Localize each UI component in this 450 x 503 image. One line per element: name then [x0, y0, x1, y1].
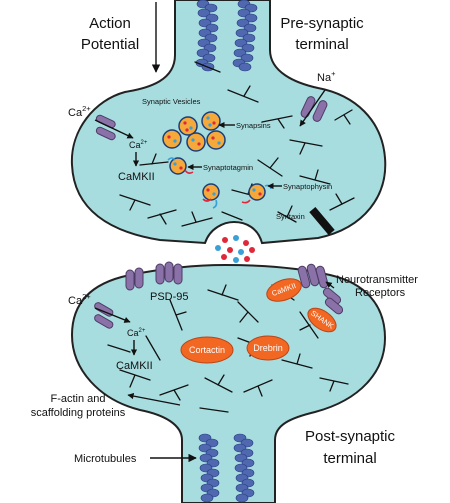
factin-label-1: F-actin and	[50, 393, 105, 405]
camkii-pre-label: CaMKII	[118, 171, 155, 183]
ca-post-arrow	[94, 307, 131, 323]
drebrin-blob	[246, 335, 290, 361]
ca-pre-arrow	[94, 119, 134, 139]
action-potential-label-1: Action	[89, 15, 131, 32]
receptors-arrow	[325, 281, 335, 289]
vesicle	[201, 111, 221, 131]
ca-post-label: Ca2+	[68, 292, 91, 307]
presynaptic-terminal	[70, 0, 387, 245]
postsynaptic-label-1: Post-synaptic	[305, 428, 396, 445]
synaptotagmin-label: Synaptotagmin	[203, 163, 253, 172]
synaptic-vesicles-label: Synaptic Vesicles	[142, 97, 201, 106]
vesicle	[248, 183, 266, 201]
factin-label-2: scaffolding proteins	[31, 407, 126, 419]
na-label: Na+	[317, 69, 336, 84]
microtubule-post-right	[233, 433, 255, 503]
receptors	[94, 96, 344, 329]
shank-blob	[307, 307, 337, 333]
action-potential-label-2: Potential	[81, 36, 139, 53]
vesicle	[169, 157, 187, 175]
vesicle	[202, 183, 220, 201]
synapsins-label: Synapsins	[236, 121, 271, 130]
factin-arrow	[127, 392, 181, 406]
orange-proteins	[180, 278, 337, 364]
syntaxin-label: Syntaxin	[276, 212, 305, 221]
postsynaptic-label-2: terminal	[323, 450, 376, 467]
camkii-blob	[266, 278, 302, 302]
psd95-label: PSD-95	[150, 291, 189, 303]
cortactin-blob	[180, 336, 234, 364]
camkii-post-label: CaMKII	[116, 360, 153, 372]
microtubules-label: Microtubules	[74, 453, 137, 465]
labels: Action Potential Pre-synaptic terminal N…	[31, 15, 419, 467]
postsynaptic-terminal	[70, 263, 387, 503]
syntaxin-protein	[309, 206, 335, 236]
synaptophysin-label: Synaptophysin	[283, 182, 332, 191]
presynaptic-label-1: Pre-synaptic	[280, 15, 364, 32]
neurotransmitter-receptors-label-2: Receptors	[355, 287, 406, 299]
microtubule-post-left	[198, 433, 220, 503]
ca-pre-label: Ca2+	[68, 104, 91, 119]
vesicles	[162, 111, 266, 201]
ca-post-inner-label: Ca2+	[127, 328, 146, 338]
vesicle	[206, 130, 226, 150]
na-arrow	[299, 89, 326, 127]
neurotransmitter-receptors-label-1: Neurotransmitter	[336, 274, 418, 286]
microtubule-pre-right	[232, 0, 258, 72]
vesicle	[186, 132, 206, 152]
synaptic-cleft-neurotransmitters	[215, 235, 255, 263]
presynaptic-label-2: terminal	[295, 36, 348, 53]
microtubule-pre-left	[195, 0, 219, 72]
vesicle	[178, 116, 198, 136]
drebrin-label: Drebrin	[253, 343, 283, 353]
ca-pre-inner-label: Ca2+	[129, 140, 148, 150]
vesicle	[162, 129, 182, 149]
arrows	[94, 2, 335, 463]
cortactin-label: Cortactin	[189, 345, 225, 355]
